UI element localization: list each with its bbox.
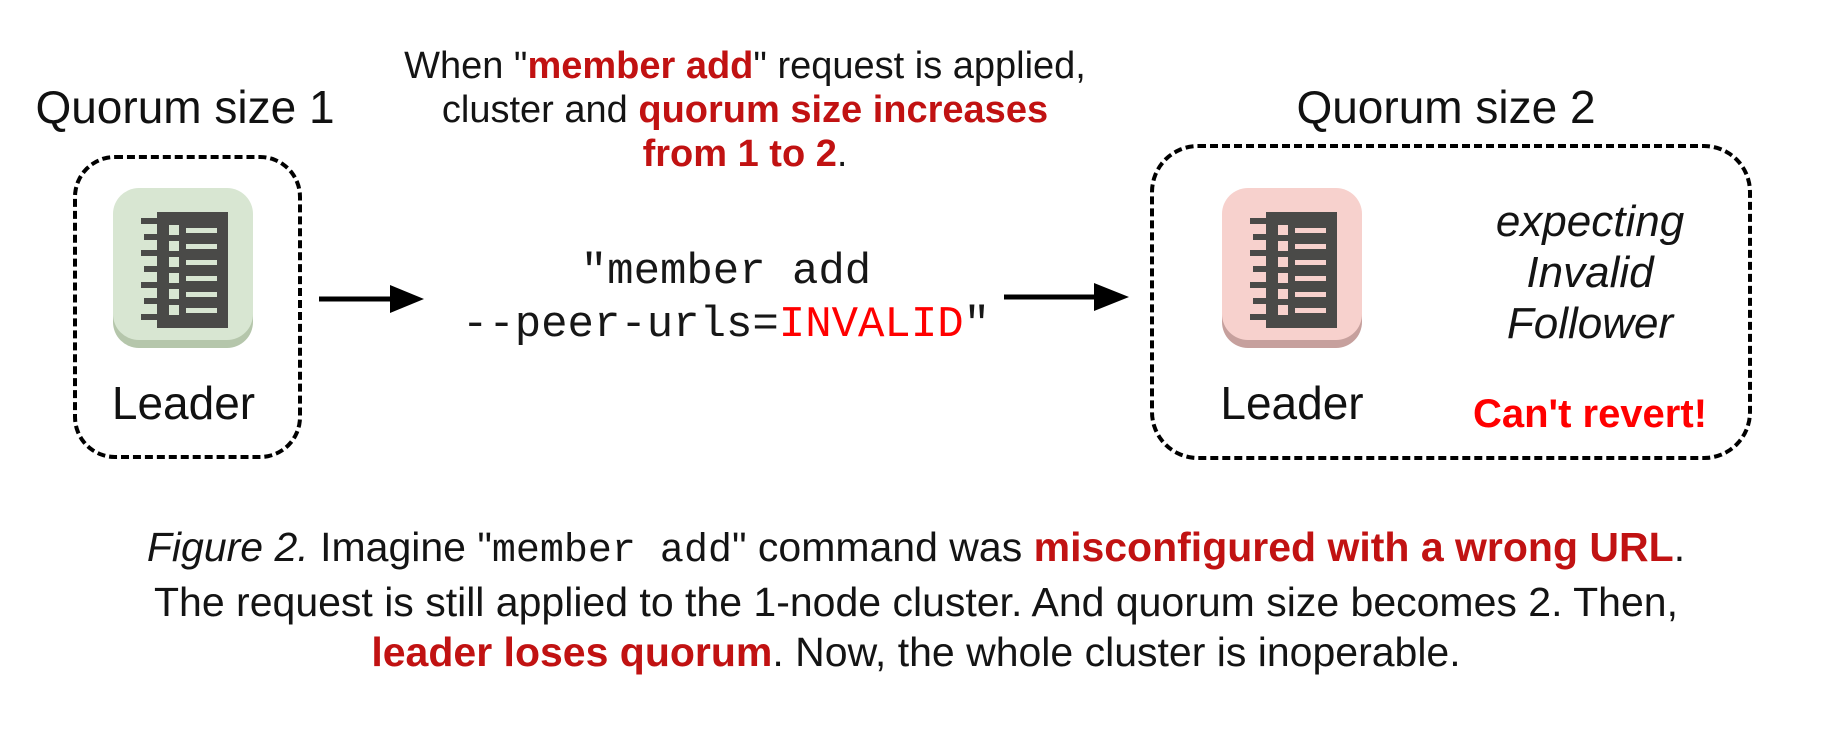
note-line: expecting	[1495, 197, 1685, 246]
heading: When "member add" request is applied, cl…	[390, 44, 1100, 176]
command-line1: "member add	[580, 247, 872, 297]
right-cluster-title: Quorum size 2	[1296, 81, 1596, 133]
left-cluster-title: Quorum size 1	[35, 81, 335, 133]
caption-misconfigured: misconfigured with a wrong URL	[1033, 524, 1674, 570]
heading-from-1-to-2: from 1 to 2	[642, 133, 837, 175]
note-line: Invalid	[1526, 248, 1654, 297]
heading-plain: .	[836, 133, 848, 175]
left-node-label: Leader	[111, 377, 256, 429]
right-node-label: Leader	[1220, 377, 1364, 429]
command-close-quote: "	[963, 300, 991, 350]
caption-plain: .	[1673, 524, 1686, 570]
caption-member-add: member add	[491, 529, 732, 574]
caption-plain: Imagine "	[308, 524, 492, 570]
figure-caption: Figure 2. Imagine "member add" command w…	[16, 522, 1816, 677]
ledger-icon	[1222, 188, 1362, 348]
caption-leader-loses-quorum: leader loses quorum	[371, 629, 773, 675]
member-add-command: "member add --peer-urls=INVALID"	[430, 246, 1022, 352]
ledger-icon	[113, 188, 253, 348]
command-peer-urls: --peer-urls=	[461, 300, 779, 350]
caption-line3-rest: . Now, the whole cluster is inoperable.	[772, 629, 1461, 675]
caption-plain: " command was	[731, 524, 1034, 570]
caption-line2: The request is still applied to the 1-no…	[154, 579, 1678, 625]
heading-plain: When "	[404, 45, 528, 87]
note-line: Follower	[1506, 299, 1674, 348]
arrow-right-icon	[319, 285, 424, 313]
heading-member-add: member add	[527, 45, 754, 87]
heading-plain: " request is applied,	[753, 45, 1086, 87]
arrow-right-icon	[1004, 283, 1129, 311]
command-invalid-value: INVALID	[778, 300, 964, 350]
cant-revert-warning: Can't revert!	[1472, 392, 1708, 436]
heading-quorum-increase: quorum size increases	[638, 89, 1049, 131]
figure-number-label: Figure 2.	[146, 524, 309, 570]
expecting-follower-note: expecting Invalid Follower	[1420, 196, 1760, 349]
heading-plain: cluster and	[441, 89, 639, 131]
